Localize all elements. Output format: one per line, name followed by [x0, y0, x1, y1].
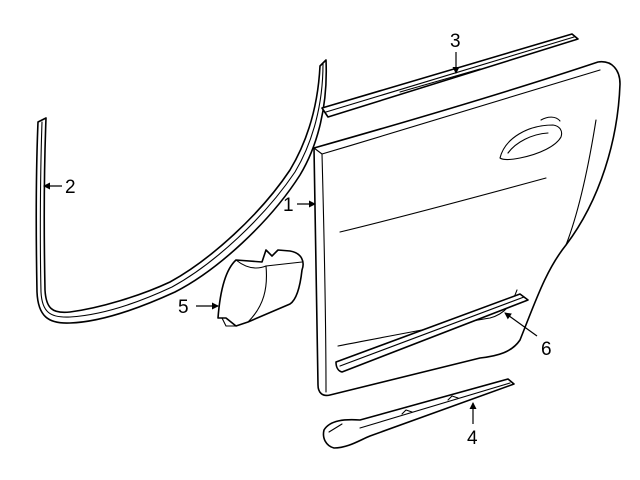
leader-lines [43, 52, 538, 424]
callout-labels: 1 2 3 4 5 6 [65, 31, 552, 449]
callout-5: 5 [178, 297, 189, 318]
leader-6 [504, 312, 538, 337]
callout-3: 3 [450, 31, 461, 52]
part-6-body-moulding [335, 293, 529, 373]
part-3-belt-moulding [321, 33, 579, 118]
part-1-door-shell [313, 60, 621, 397]
part-2-door-seal [35, 59, 328, 324]
part-4-sill-garnish [322, 378, 515, 449]
callout-4: 4 [467, 428, 478, 449]
callout-1: 1 [283, 195, 294, 216]
callout-2: 2 [65, 177, 76, 198]
part-5-trim-bracket [217, 249, 304, 327]
callout-6: 6 [541, 339, 552, 360]
